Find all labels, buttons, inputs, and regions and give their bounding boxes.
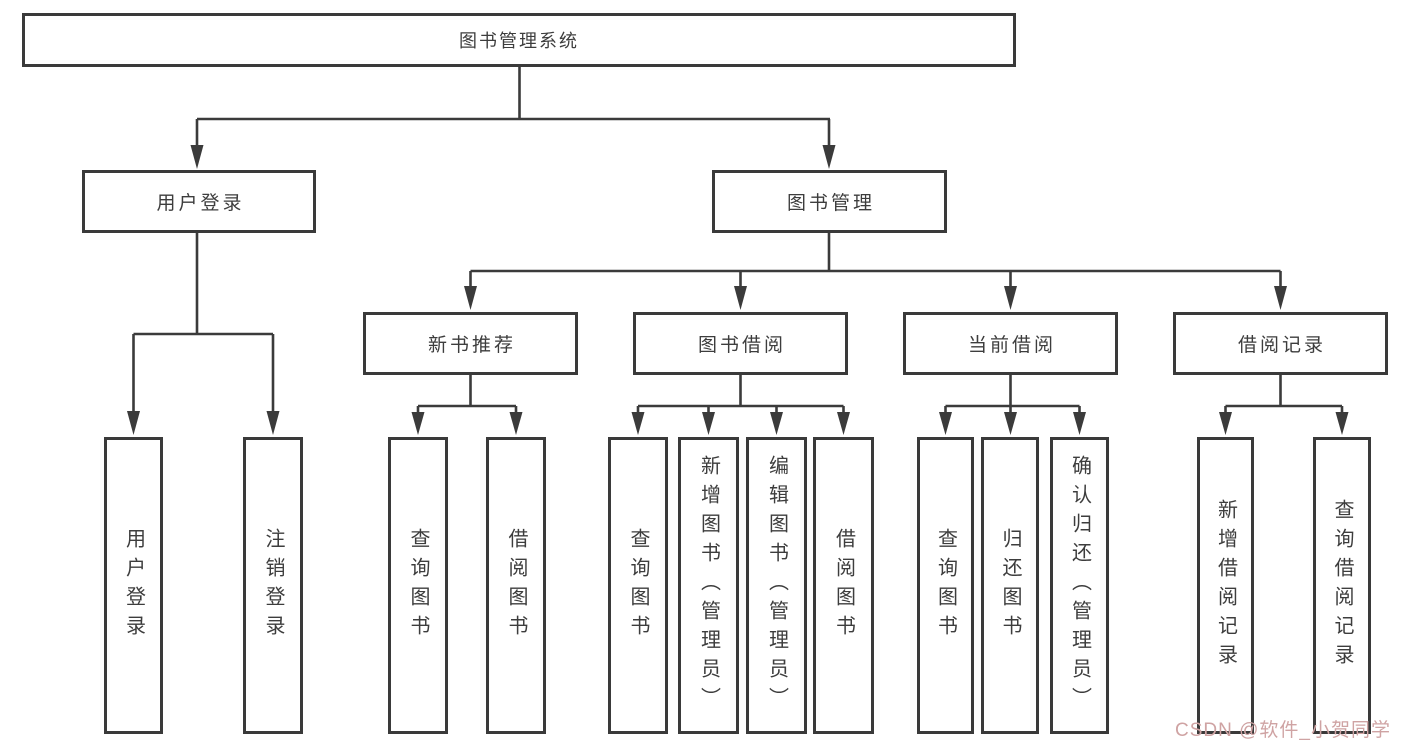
node-label: 当前借阅	[967, 335, 1056, 356]
node-book-borrowing: 图书借阅	[633, 312, 848, 375]
node-user-login: 用户登录	[82, 170, 316, 233]
node-label: 查询图书	[627, 527, 649, 644]
node-label: 查询图书	[934, 527, 957, 644]
leaf-query-books-borrow: 查询图书	[608, 437, 668, 734]
node-label: 用户登录	[156, 193, 245, 214]
node-label: 新书推荐	[427, 335, 516, 356]
node-label: 编辑图书（管理员）	[765, 455, 788, 716]
node-book-management: 图书管理	[712, 170, 947, 233]
node-label: 归还图书	[999, 527, 1021, 644]
leaf-query-books-recommend: 查询图书	[388, 437, 448, 734]
node-label: 查询借阅记录	[1331, 498, 1353, 673]
node-label: 借阅图书	[832, 527, 855, 644]
leaf-return-books: 归还图书	[981, 437, 1039, 734]
node-label: 图书借阅	[697, 335, 786, 356]
leaf-borrow-books: 借阅图书	[813, 437, 874, 734]
node-label: 图书管理	[786, 193, 875, 214]
node-label: 新增借阅记录	[1214, 498, 1237, 673]
node-label: 借阅记录	[1237, 335, 1326, 356]
node-borrowing-records: 借阅记录	[1173, 312, 1388, 375]
node-book-management-system: 图书管理系统	[22, 13, 1016, 67]
leaf-logout: 注销登录	[243, 437, 303, 734]
node-new-book-recommendation: 新书推荐	[363, 312, 578, 375]
leaf-edit-books-admin: 编辑图书（管理员）	[746, 437, 807, 734]
node-label: 借阅图书	[505, 527, 527, 644]
leaf-add-books-admin: 新增图书（管理员）	[678, 437, 739, 734]
leaf-confirm-return-admin: 确认归还（管理员）	[1050, 437, 1109, 734]
leaf-add-borrow-record: 新增借阅记录	[1197, 437, 1254, 734]
node-label: 新增图书（管理员）	[697, 455, 720, 716]
node-current-borrowing: 当前借阅	[903, 312, 1118, 375]
node-label: 查询图书	[407, 527, 429, 644]
leaf-query-borrow-record: 查询借阅记录	[1313, 437, 1371, 734]
node-label: 确认归还（管理员）	[1068, 455, 1091, 716]
leaf-borrow-books-recommend: 借阅图书	[486, 437, 546, 734]
leaf-user-login: 用户登录	[104, 437, 163, 734]
leaf-query-books-current: 查询图书	[917, 437, 974, 734]
watermark: CSDN @软件_小贺同学	[1175, 720, 1391, 741]
node-label: 注销登录	[262, 527, 284, 644]
node-label: 图书管理系统	[459, 31, 579, 51]
node-label: 用户登录	[122, 527, 145, 644]
